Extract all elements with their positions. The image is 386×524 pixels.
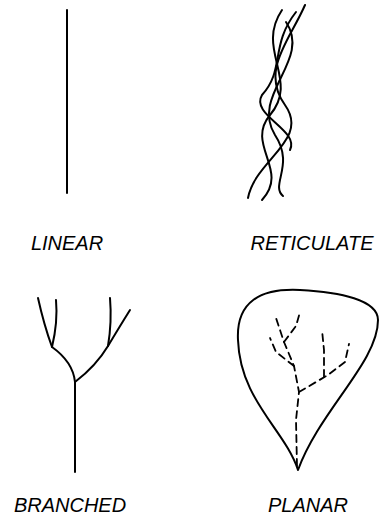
linear-strand bbox=[66, 10, 68, 193]
figure-label: LINEAR bbox=[31, 232, 103, 254]
reticulate-strands bbox=[248, 5, 305, 200]
figure-label: BRANCHED bbox=[14, 494, 126, 516]
planar-leaf bbox=[238, 290, 378, 470]
figure-label: PLANAR bbox=[268, 494, 348, 516]
branched-tree bbox=[38, 298, 130, 472]
figure-label: RETICULATE bbox=[251, 232, 374, 254]
